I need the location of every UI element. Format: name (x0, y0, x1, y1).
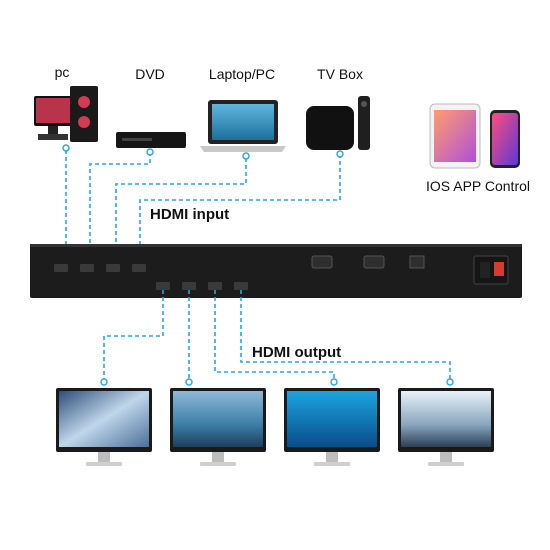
output-cable-1 (103, 290, 164, 380)
hdmi-input-label: HDMI input (150, 206, 230, 223)
monitor-1-icon (56, 388, 152, 466)
tv-box-icon (306, 96, 370, 150)
hdmi-out-port-1 (156, 282, 170, 290)
hdmi-matrix-switcher (30, 244, 522, 298)
ipad-icon (429, 103, 481, 169)
hdmi-out-port-4 (234, 282, 248, 290)
hdmi-out-port-2 (182, 282, 196, 290)
input-cable-dvd (89, 152, 151, 262)
hdmi-out-port-3 (208, 282, 222, 290)
monitor-2-icon (170, 388, 266, 466)
output-connector-2 (185, 378, 193, 386)
input-cable-laptop (115, 158, 247, 262)
monitor-3-icon (284, 388, 380, 466)
source-label-dvd: DVD (135, 66, 165, 82)
hdmi-output-cables (103, 290, 451, 380)
hdmi-input-cables (65, 150, 341, 262)
rs232-port-2 (363, 255, 385, 269)
hdmi-in-port-3 (106, 264, 120, 272)
hdmi-in-port-4 (132, 264, 146, 272)
output-cable-4 (240, 290, 451, 380)
network-port (409, 255, 425, 269)
output-connector-4 (446, 378, 454, 386)
input-connector-pc (62, 144, 70, 152)
pc-icon (34, 86, 98, 142)
input-connector-laptop (242, 152, 250, 160)
input-connector-dvd (146, 148, 154, 156)
source-label-laptop: Laptop/PC (208, 66, 276, 82)
ios-control-label: IOS APP Control (425, 178, 531, 194)
output-connector-3 (330, 378, 338, 386)
monitor-4-icon (398, 388, 494, 466)
rs232-port-1 (311, 255, 333, 269)
hdmi-in-port-1 (54, 264, 68, 272)
hdmi-output-label: HDMI output (252, 344, 342, 361)
input-connector-tvbox (336, 150, 344, 158)
dvd-player-icon (116, 132, 186, 148)
source-label-tvbox: TV Box (317, 66, 363, 82)
output-connector-1 (100, 378, 108, 386)
input-cable-tvbox (139, 154, 341, 262)
laptop-icon (200, 100, 286, 152)
hdmi-in-port-2 (80, 264, 94, 272)
output-cable-3 (214, 290, 335, 380)
iphone-icon (490, 110, 520, 168)
power-switch (494, 262, 504, 276)
source-label-pc: pc (54, 64, 70, 80)
